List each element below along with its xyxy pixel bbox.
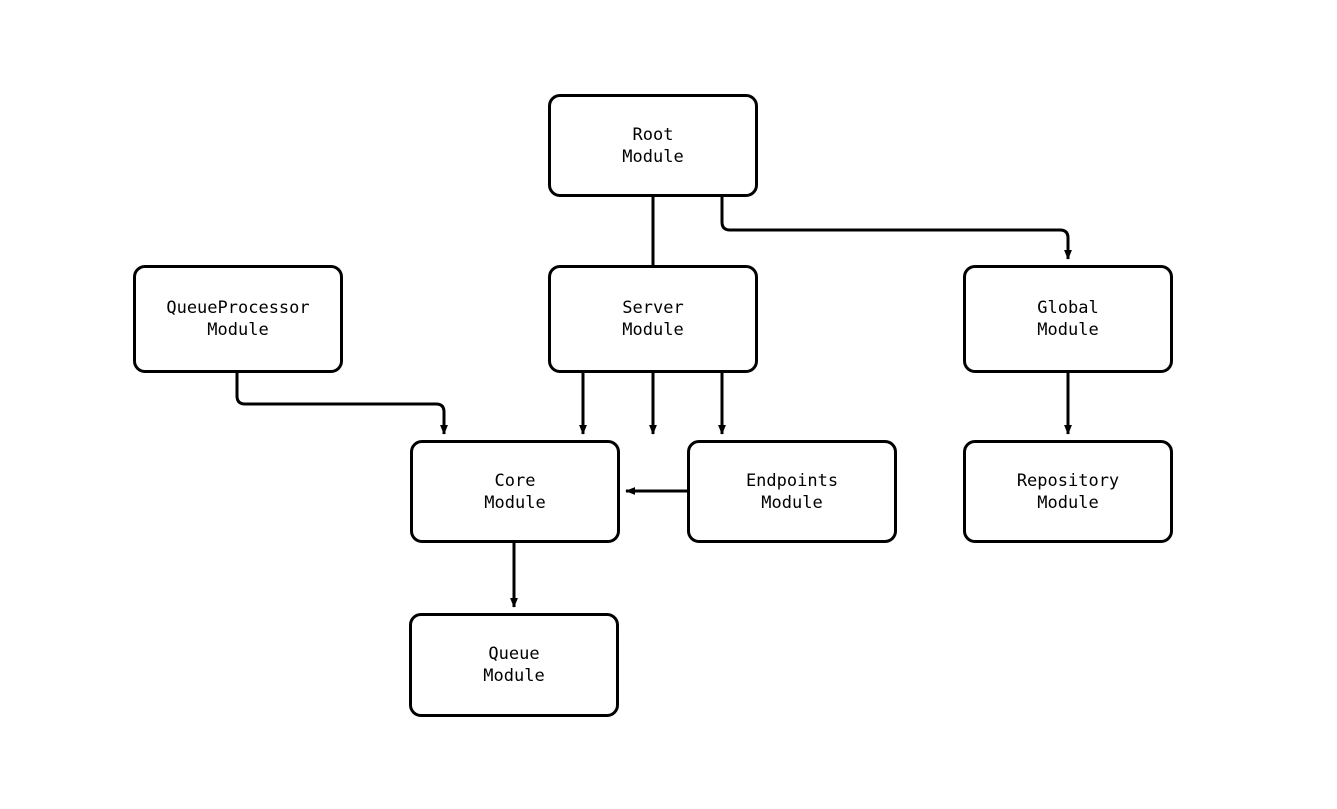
node-queueprocessor-module-label: QueueProcessor Module — [166, 298, 310, 340]
node-repository-module-label: Repository Module — [1016, 470, 1120, 513]
node-global-module-label: Global Module — [1037, 298, 1099, 340]
node-queue-module-label: Queue Module — [483, 644, 545, 686]
node-queue-module[interactable]: Queue Module — [409, 613, 619, 717]
node-server-module-label: Server Module — [622, 298, 684, 340]
node-root-module-label: Root Module — [622, 124, 684, 167]
node-repository-module[interactable]: Repository Module — [963, 440, 1173, 543]
edge-queueprocessor-to-core — [235, 373, 448, 435]
node-core-module-label: Core Module — [484, 470, 546, 513]
node-queueprocessor-module[interactable]: QueueProcessor Module — [133, 265, 343, 373]
node-root-module[interactable]: Root Module — [548, 94, 758, 197]
node-server-module[interactable]: Server Module — [548, 265, 758, 373]
node-endpoints-module-label: Endpoints Module — [745, 470, 839, 513]
node-core-module[interactable]: Core Module — [410, 440, 620, 543]
node-endpoints-module[interactable]: Endpoints Module — [687, 440, 897, 543]
node-global-module[interactable]: Global Module — [963, 265, 1173, 373]
edge-root-to-global — [720, 197, 1072, 260]
